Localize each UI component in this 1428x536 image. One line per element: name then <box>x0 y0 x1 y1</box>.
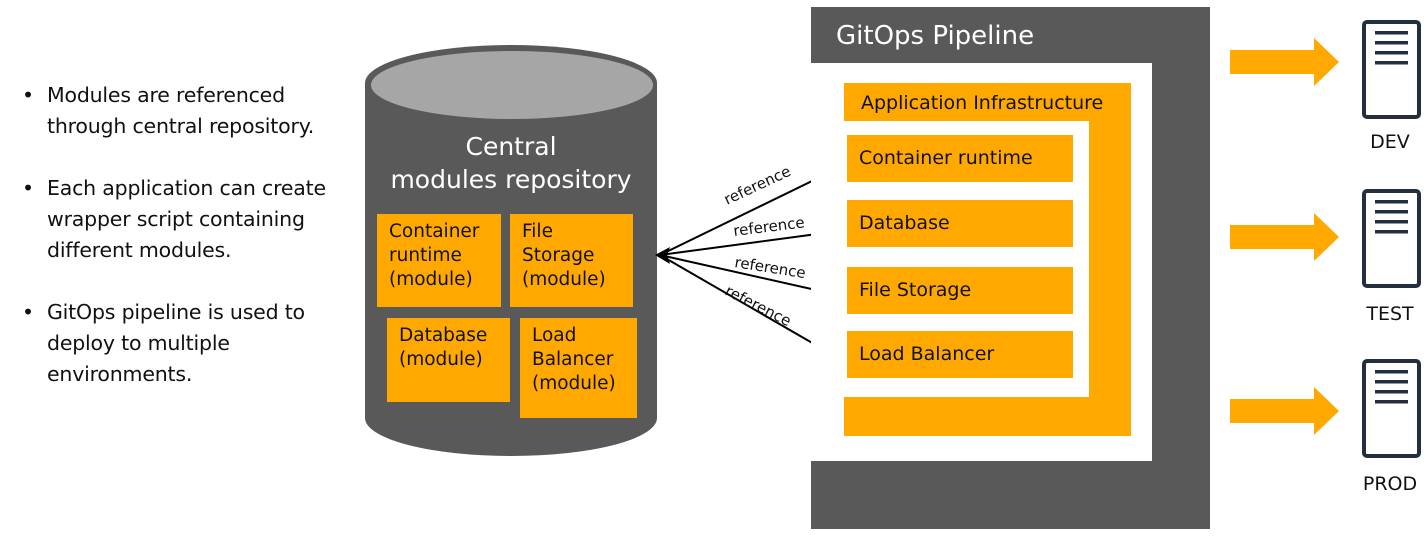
bullet-text: Each application can create wrapper scri… <box>47 176 326 262</box>
environment-label-test: TEST <box>1366 303 1414 325</box>
pipeline-item-load-balancer: Load Balancer <box>847 331 1073 378</box>
bullet-item: • Each application can create wrapper sc… <box>22 173 342 266</box>
server-icon <box>1362 189 1421 288</box>
module-file-storage: File Storage (module) <box>510 214 633 307</box>
reference-label: reference <box>722 282 794 331</box>
bullet-item: • GitOps pipeline is used to deploy to m… <box>22 297 342 390</box>
module-label: Database <box>399 325 488 346</box>
server-icon <box>1362 20 1421 119</box>
environment-label-dev: DEV <box>1370 131 1410 153</box>
module-label: File <box>522 221 553 242</box>
module-label: Storage <box>522 245 595 266</box>
bullet-text: Modules are referenced through central r… <box>47 83 315 138</box>
bullet-dot: • <box>22 176 34 200</box>
module-label: runtime <box>389 245 462 266</box>
bullet-dot: • <box>22 83 34 107</box>
repository-title-line: Central <box>465 132 557 161</box>
deploy-arrow-icon <box>1230 38 1339 86</box>
module-label: Container <box>389 221 480 242</box>
repository-title-line: modules repository <box>390 165 632 194</box>
module-label: Load <box>532 325 577 346</box>
bullet-text: GitOps pipeline is used to deploy to mul… <box>47 300 305 386</box>
pipeline-item-container-runtime: Container runtime <box>847 135 1073 182</box>
bullet-item: • Modules are referenced through central… <box>22 80 342 142</box>
repository-title: Central modules repository <box>365 130 657 196</box>
environment-graphics <box>1230 20 1421 458</box>
reference-label: reference <box>733 253 807 282</box>
module-label: (module) <box>532 373 616 394</box>
module-label: (module) <box>389 269 473 290</box>
arrowhead-icon <box>655 247 670 264</box>
module-load-balancer: Load Balancer (module) <box>520 318 637 418</box>
pipeline-title: GitOps Pipeline <box>836 21 1035 51</box>
bullet-list: • Modules are referenced through central… <box>22 80 342 421</box>
environment-label-prod: PROD <box>1362 473 1418 495</box>
module-container-runtime: Container runtime (module) <box>377 214 501 307</box>
module-label: (module) <box>522 269 606 290</box>
reference-label: reference <box>721 162 794 209</box>
pipeline-item-file-storage: File Storage <box>847 267 1073 314</box>
module-label: Balancer <box>532 349 614 370</box>
deploy-arrow-icon <box>1230 387 1339 435</box>
reference-label: reference <box>732 213 805 240</box>
pipeline-item-database: Database <box>847 200 1073 247</box>
module-label: (module) <box>399 349 483 370</box>
bullet-dot: • <box>22 300 34 324</box>
module-database: Database (module) <box>387 318 510 402</box>
deploy-arrow-icon <box>1230 213 1339 261</box>
server-icon <box>1362 359 1421 458</box>
application-infrastructure-title: Application Infrastructure <box>861 92 1104 114</box>
cylinder-top <box>371 51 653 119</box>
